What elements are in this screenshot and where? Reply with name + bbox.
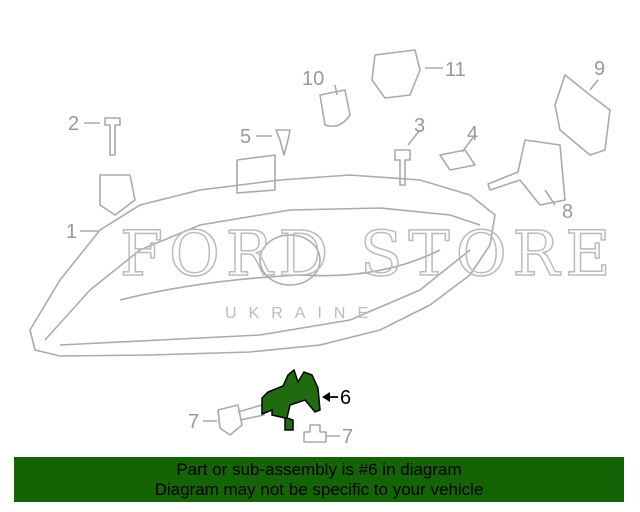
watermark-subtitle: UKRAINE [225, 305, 380, 322]
banner-part-line: Part or sub-assembly is #6 in diagram [176, 460, 462, 479]
callout-7-left[interactable]: 7 [188, 411, 199, 433]
callout-3[interactable]: 3 [414, 115, 425, 137]
part-11-socket [371, 49, 421, 99]
callout-2[interactable]: 2 [68, 113, 79, 135]
part-7-bolt-left [217, 404, 265, 436]
callout-10[interactable]: 10 [302, 68, 324, 90]
callout-4[interactable]: 4 [467, 123, 478, 145]
callout-1[interactable]: 1 [66, 221, 77, 243]
parts-diagram: FORD STORE UKRAINE 1 2 3 4 5 6 7 7 8 9 1… [29, 49, 617, 448]
part-7-bolt-right [303, 424, 327, 443]
callout-6[interactable]: 6 [340, 387, 351, 409]
headlamp-housing [29, 174, 496, 357]
part-5-clip [275, 129, 291, 156]
part-6-bracket [261, 368, 321, 431]
part-2-screw [104, 117, 121, 156]
callout-8[interactable]: 8 [562, 201, 573, 223]
callout-7-right[interactable]: 7 [342, 426, 353, 448]
part-3-screw [394, 149, 411, 186]
part-9-ballast [554, 74, 611, 156]
info-banner: Part or sub-assembly is #6 in diagram Di… [14, 457, 624, 502]
callout-5[interactable]: 5 [240, 126, 251, 148]
watermark-title: FORD STORE [120, 217, 617, 290]
part-10-bulb [319, 89, 351, 128]
banner-disclaimer-line: Diagram may not be specific to your vehi… [154, 480, 484, 499]
callout-11[interactable]: 11 [445, 59, 466, 81]
part-8-hid-bulb [487, 139, 566, 206]
part-4-nut [439, 149, 476, 171]
callout-9[interactable]: 9 [594, 58, 605, 80]
